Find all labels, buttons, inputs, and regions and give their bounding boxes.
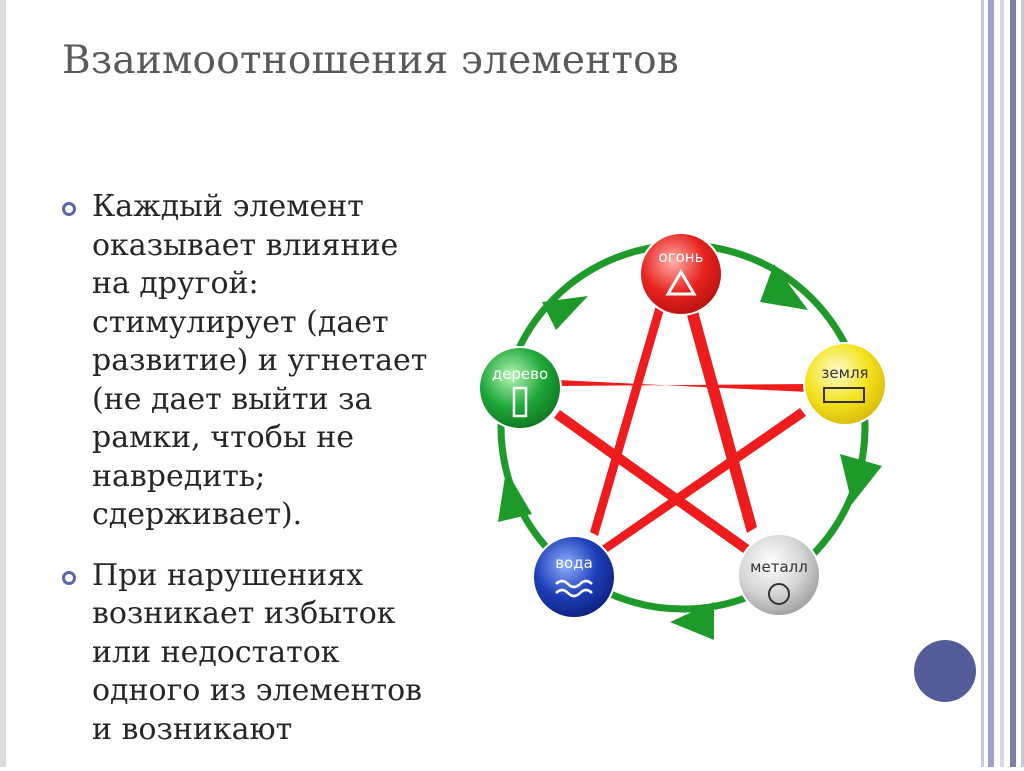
node-metal: металл	[737, 533, 821, 617]
control-line-earth-water	[596, 408, 806, 556]
control-line-fire-metal	[685, 300, 757, 533]
stripe	[1000, 0, 1004, 767]
control-line-wood-metal	[554, 410, 752, 555]
node-label: земля	[821, 364, 868, 382]
node-label: металл	[750, 558, 808, 576]
control-line-fire-water	[590, 302, 665, 536]
stripe	[1021, 0, 1024, 767]
stripe	[988, 0, 994, 767]
bullet-text: При нарушениях возникает избыток или нед…	[92, 557, 423, 747]
arrow-icon	[498, 470, 532, 522]
bullet-item: Каждый элемент оказывает влияние на друг…	[62, 188, 452, 535]
waves-icon	[555, 579, 593, 589]
node-label: дерево	[492, 365, 548, 383]
slide-left-border	[0, 0, 6, 767]
bullet-item: При нарушениях возникает избыток или нед…	[62, 557, 452, 750]
slide-title: Взаимоотношения элементов	[62, 38, 679, 83]
stripe	[981, 0, 984, 767]
bullet-text: Каждый элемент оказывает влияние на друг…	[92, 189, 428, 532]
node-earth: земля	[803, 342, 887, 426]
arrow-icon	[542, 296, 588, 330]
node-fire: огонь	[639, 232, 723, 316]
decorative-stripes	[978, 0, 1024, 767]
bullet-marker-icon	[62, 202, 76, 216]
node-wood: дерево	[478, 346, 562, 430]
bullet-list: Каждый элемент оказывает влияние на друг…	[62, 188, 452, 771]
bullet-marker-icon	[62, 570, 76, 585]
arrow-icon	[760, 264, 808, 310]
diagram-svg: огонь земля металл вода дерево	[478, 232, 887, 640]
rectangle-vertical-icon	[512, 386, 528, 418]
control-line-wood-earth	[558, 380, 808, 392]
node-label: вода	[555, 554, 593, 572]
node-label: огонь	[659, 248, 704, 266]
waves-icon	[555, 588, 593, 598]
triangle-icon	[665, 269, 697, 296]
node-water: вода	[532, 535, 616, 619]
arrow-icon	[840, 454, 882, 504]
five-elements-diagram: огонь земля металл вода дерево	[470, 222, 900, 652]
circle-icon	[768, 583, 790, 605]
rectangle-icon	[823, 387, 865, 403]
arrow-icon	[670, 602, 714, 640]
stripe	[1010, 0, 1016, 767]
decorative-circle	[914, 640, 976, 702]
